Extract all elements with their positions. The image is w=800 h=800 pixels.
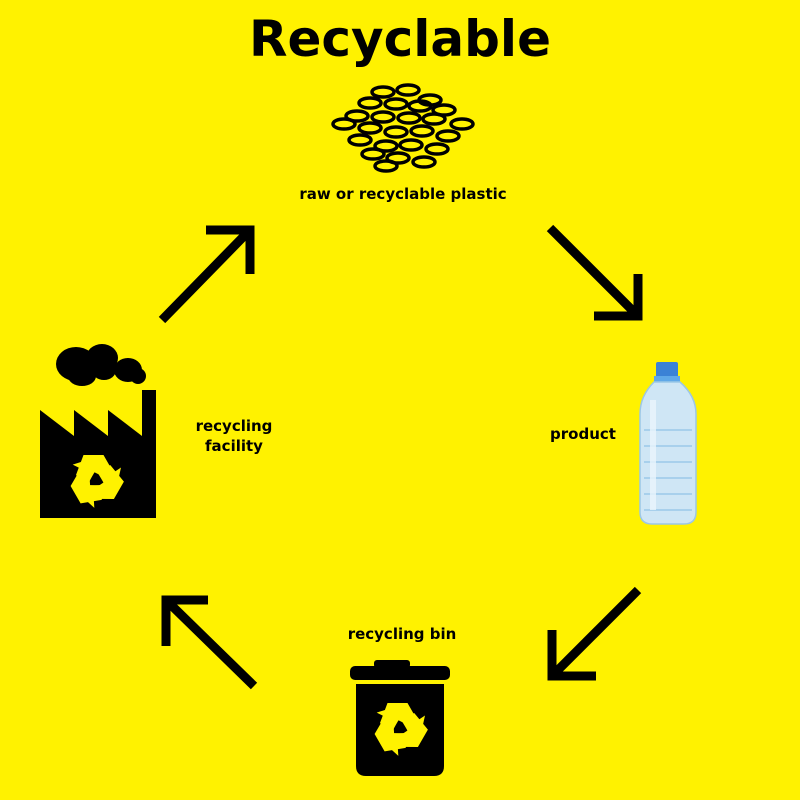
arrow-raw-to-product	[546, 224, 643, 321]
recycling-bin-icon	[350, 660, 450, 776]
stage-label-raw: raw or recyclable plastic	[299, 185, 507, 203]
plastic-bottle-icon	[639, 362, 697, 525]
arrow-facility-to-raw	[158, 225, 255, 324]
stage-label-facility-line2: facility	[205, 437, 263, 455]
stage-label-product: product	[550, 425, 616, 443]
stage-label-facility: recycling facility	[174, 416, 294, 456]
recycling-factory-icon	[40, 344, 156, 518]
arrow-product-to-bin	[547, 586, 642, 681]
arrow-bin-to-facility	[161, 595, 258, 690]
stage-label-bin: recycling bin	[347, 625, 457, 643]
plastic-pellets-icon	[331, 83, 475, 173]
diagram-title: Recyclable	[248, 10, 551, 68]
stage-label-facility-line1: recycling	[195, 417, 273, 435]
